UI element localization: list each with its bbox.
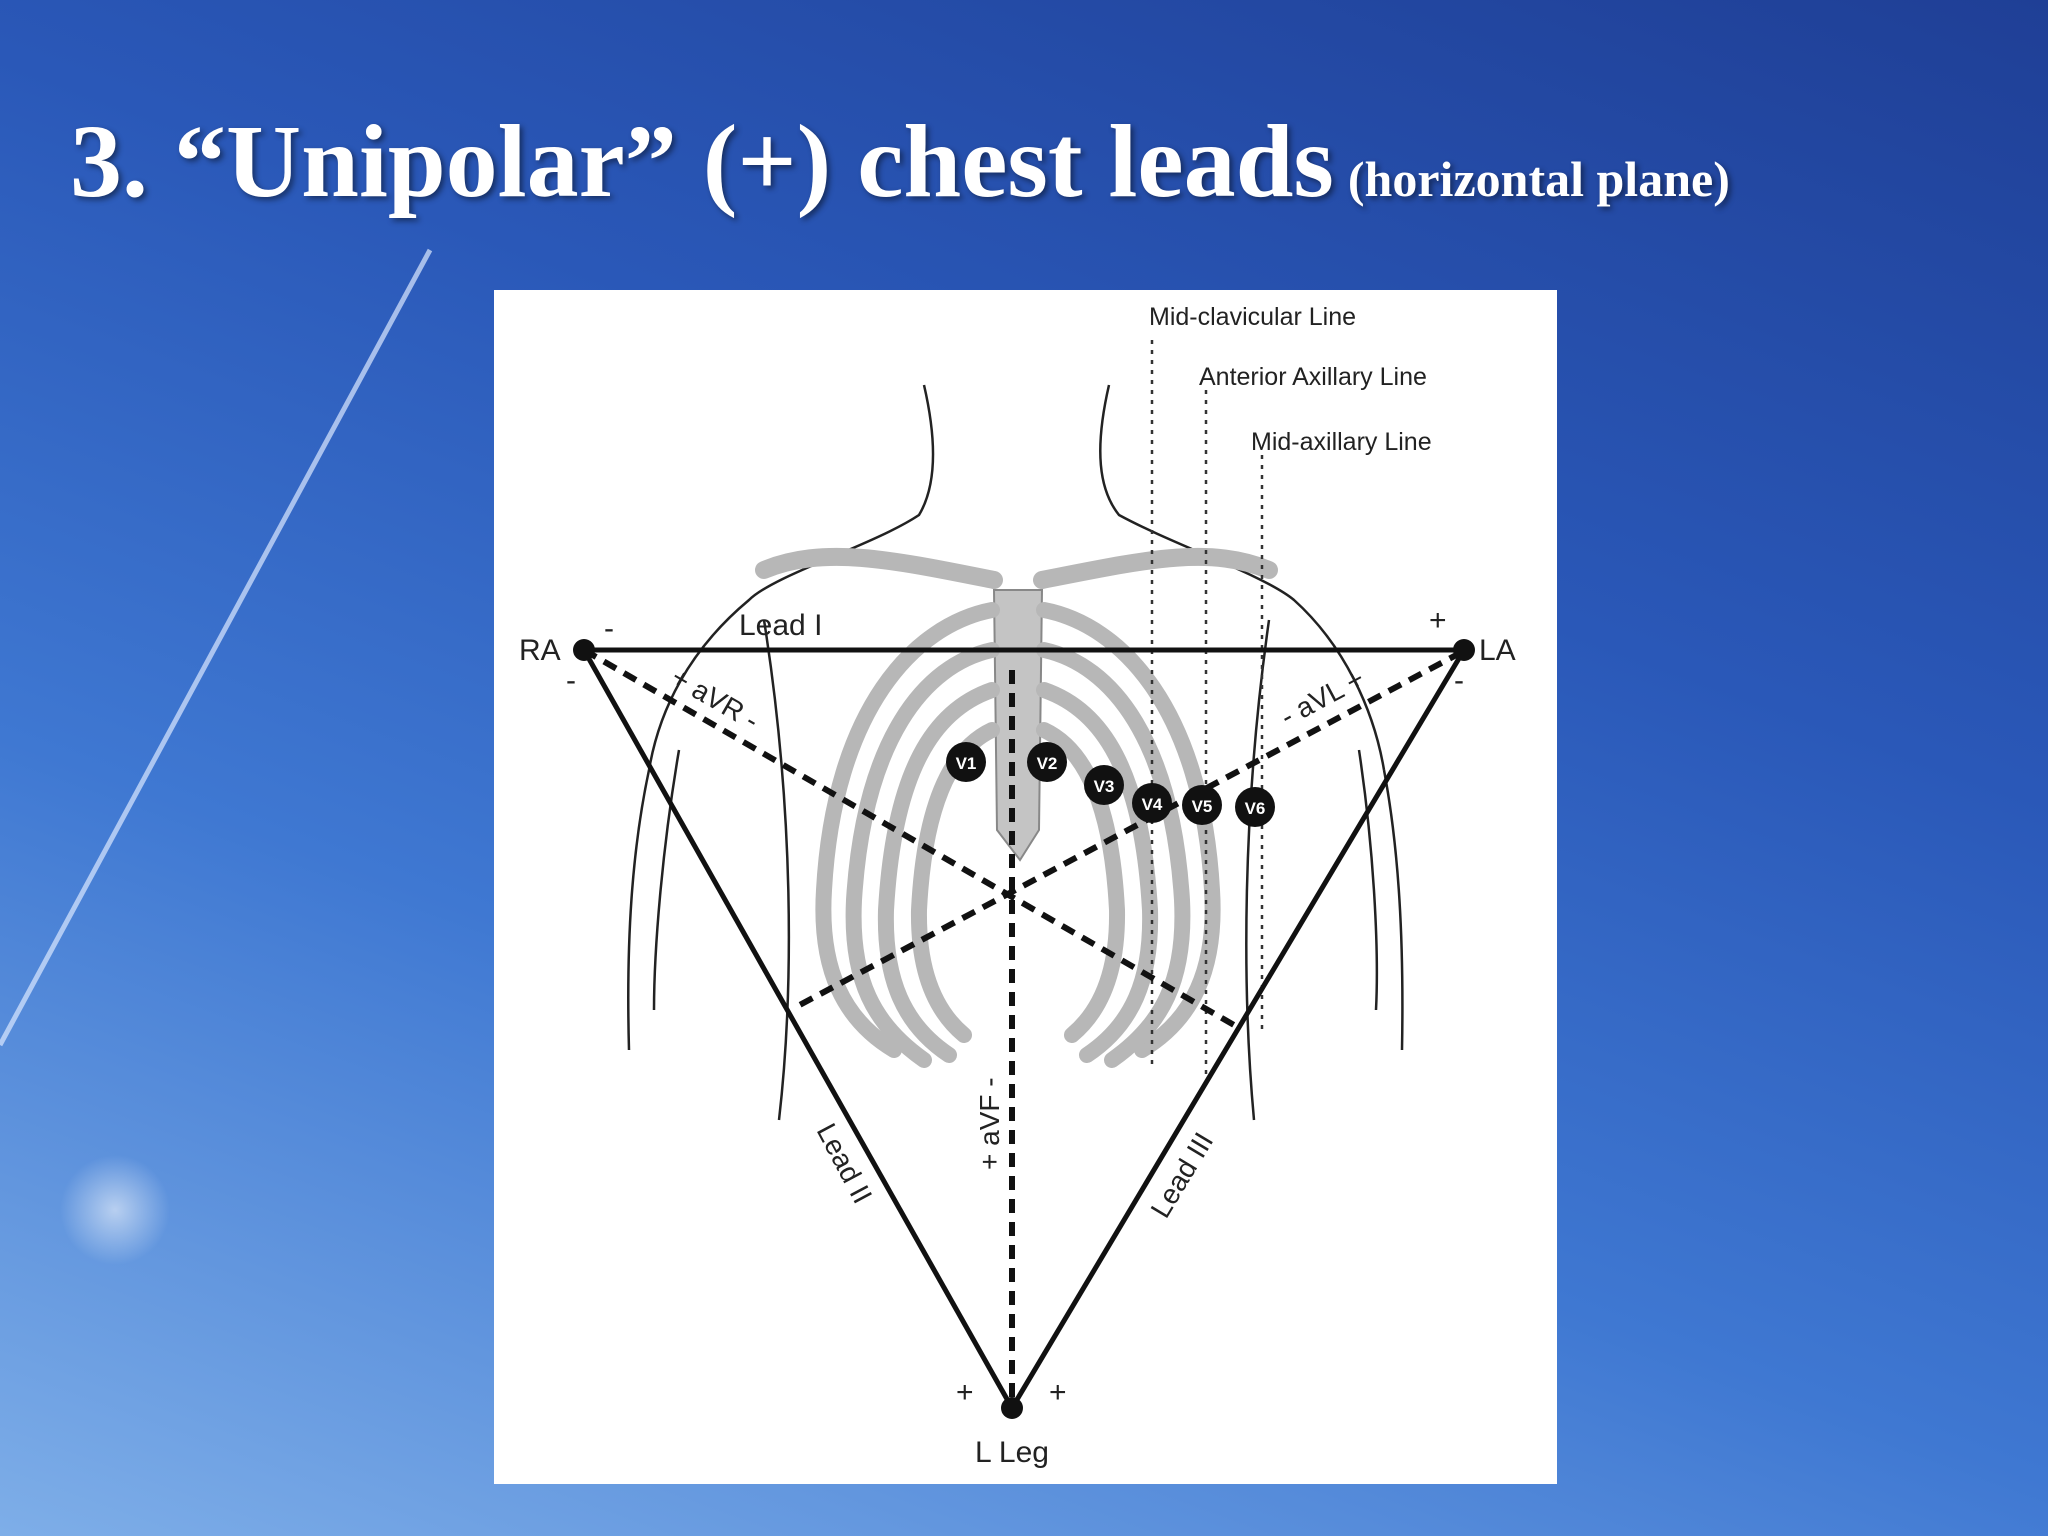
rib-left-4 [1036, 722, 1126, 1043]
ecg-diagram-svg: Mid-clavicular Line Anterior Axillary Li… [519, 303, 1516, 1469]
chest-electrode-v6: V6 [1235, 787, 1275, 827]
v3-marker [1084, 765, 1124, 805]
lead-avl-label: - aVL + [1275, 663, 1369, 733]
v2-marker [1027, 742, 1067, 782]
lead-iii-label: Lead III [1145, 1127, 1220, 1223]
la-label: LA [1479, 634, 1516, 667]
einthoven-triangle [581, 647, 1467, 1410]
v1-marker [946, 742, 986, 782]
left-flank-outline [627, 769, 651, 1051]
rib-left-2 [1036, 642, 1191, 1068]
right-arm-inner [1357, 749, 1379, 1011]
left-lat-line [762, 619, 791, 1121]
lead-ii-label: Lead II [811, 1118, 879, 1208]
chest-electrode-v5: V5 [1182, 785, 1222, 825]
chest-electrode-v1: V1 [946, 742, 986, 782]
v5-label: V5 [1192, 797, 1213, 816]
la-electrode [1453, 639, 1475, 661]
lead-avr-line [582, 647, 1236, 1028]
v4-marker [1132, 783, 1172, 823]
ra-minus-sign: - [604, 612, 614, 645]
leg-plus-sign-left: + [956, 1376, 974, 1409]
mid-axillary-label: Mid-axillary Line [1251, 428, 1432, 456]
mid-clavicular-label: Mid-clavicular Line [1149, 303, 1356, 331]
neck-left-outline [647, 384, 935, 771]
v6-marker [1235, 787, 1275, 827]
rib-left-1 [1036, 602, 1221, 1058]
chest-electrode-v3: V3 [1084, 765, 1124, 805]
slide-title: 3. “Unipolar” (+) chest leads(horizontal… [70, 100, 1730, 225]
light-streak [0, 248, 433, 1047]
la-minus-sign: - [1454, 664, 1464, 697]
v6-label: V6 [1245, 799, 1266, 818]
rib-left-3 [1036, 682, 1159, 1063]
slide-title-main: 3. “Unipolar” (+) chest leads [70, 104, 1334, 219]
lead-ii-line [581, 648, 1015, 1410]
ra-electrode [573, 639, 595, 661]
anterior-axillary-label: Anterior Axillary Line [1199, 363, 1427, 391]
right-flank-outline [1382, 769, 1404, 1051]
sternum [992, 589, 1044, 862]
chest-electrode-v2: V2 [1027, 742, 1067, 782]
slide-title-sub: (horizontal plane) [1347, 151, 1730, 207]
lead-i-label: Lead I [739, 609, 822, 642]
light-glow [60, 1155, 170, 1265]
reference-lines [1150, 340, 1264, 1090]
la-plus-sign: + [1429, 604, 1447, 637]
leg-label: L Leg [975, 1436, 1049, 1469]
leg-electrode [1001, 1397, 1023, 1419]
left-arm-inner [652, 749, 681, 1011]
leg-plus-sign-right: + [1049, 1376, 1067, 1409]
ra-minus-sign-lower: - [566, 664, 576, 697]
rib-cage [755, 547, 1278, 1068]
left-clavicle [1033, 547, 1278, 589]
lead-avf-label: + aVF - [974, 1077, 1005, 1170]
right-lat-line [1245, 619, 1271, 1121]
lead-iii-line [1009, 648, 1467, 1410]
rib-right-1 [815, 602, 1000, 1058]
chest-electrode-v4: V4 [1132, 783, 1172, 823]
v3-label: V3 [1094, 777, 1115, 796]
v5-marker [1182, 785, 1222, 825]
v1-label: V1 [956, 754, 977, 773]
ra-label: RA [519, 634, 561, 667]
rib-right-2 [845, 642, 1000, 1068]
lead-avl-line [792, 649, 1464, 1011]
v2-label: V2 [1037, 754, 1058, 773]
v4-label: V4 [1142, 795, 1163, 814]
ecg-lead-diagram: Mid-clavicular Line Anterior Axillary Li… [494, 290, 1557, 1484]
right-clavicle [755, 547, 1003, 589]
augmented-leads [582, 647, 1464, 1408]
rib-right-3 [877, 682, 1000, 1063]
